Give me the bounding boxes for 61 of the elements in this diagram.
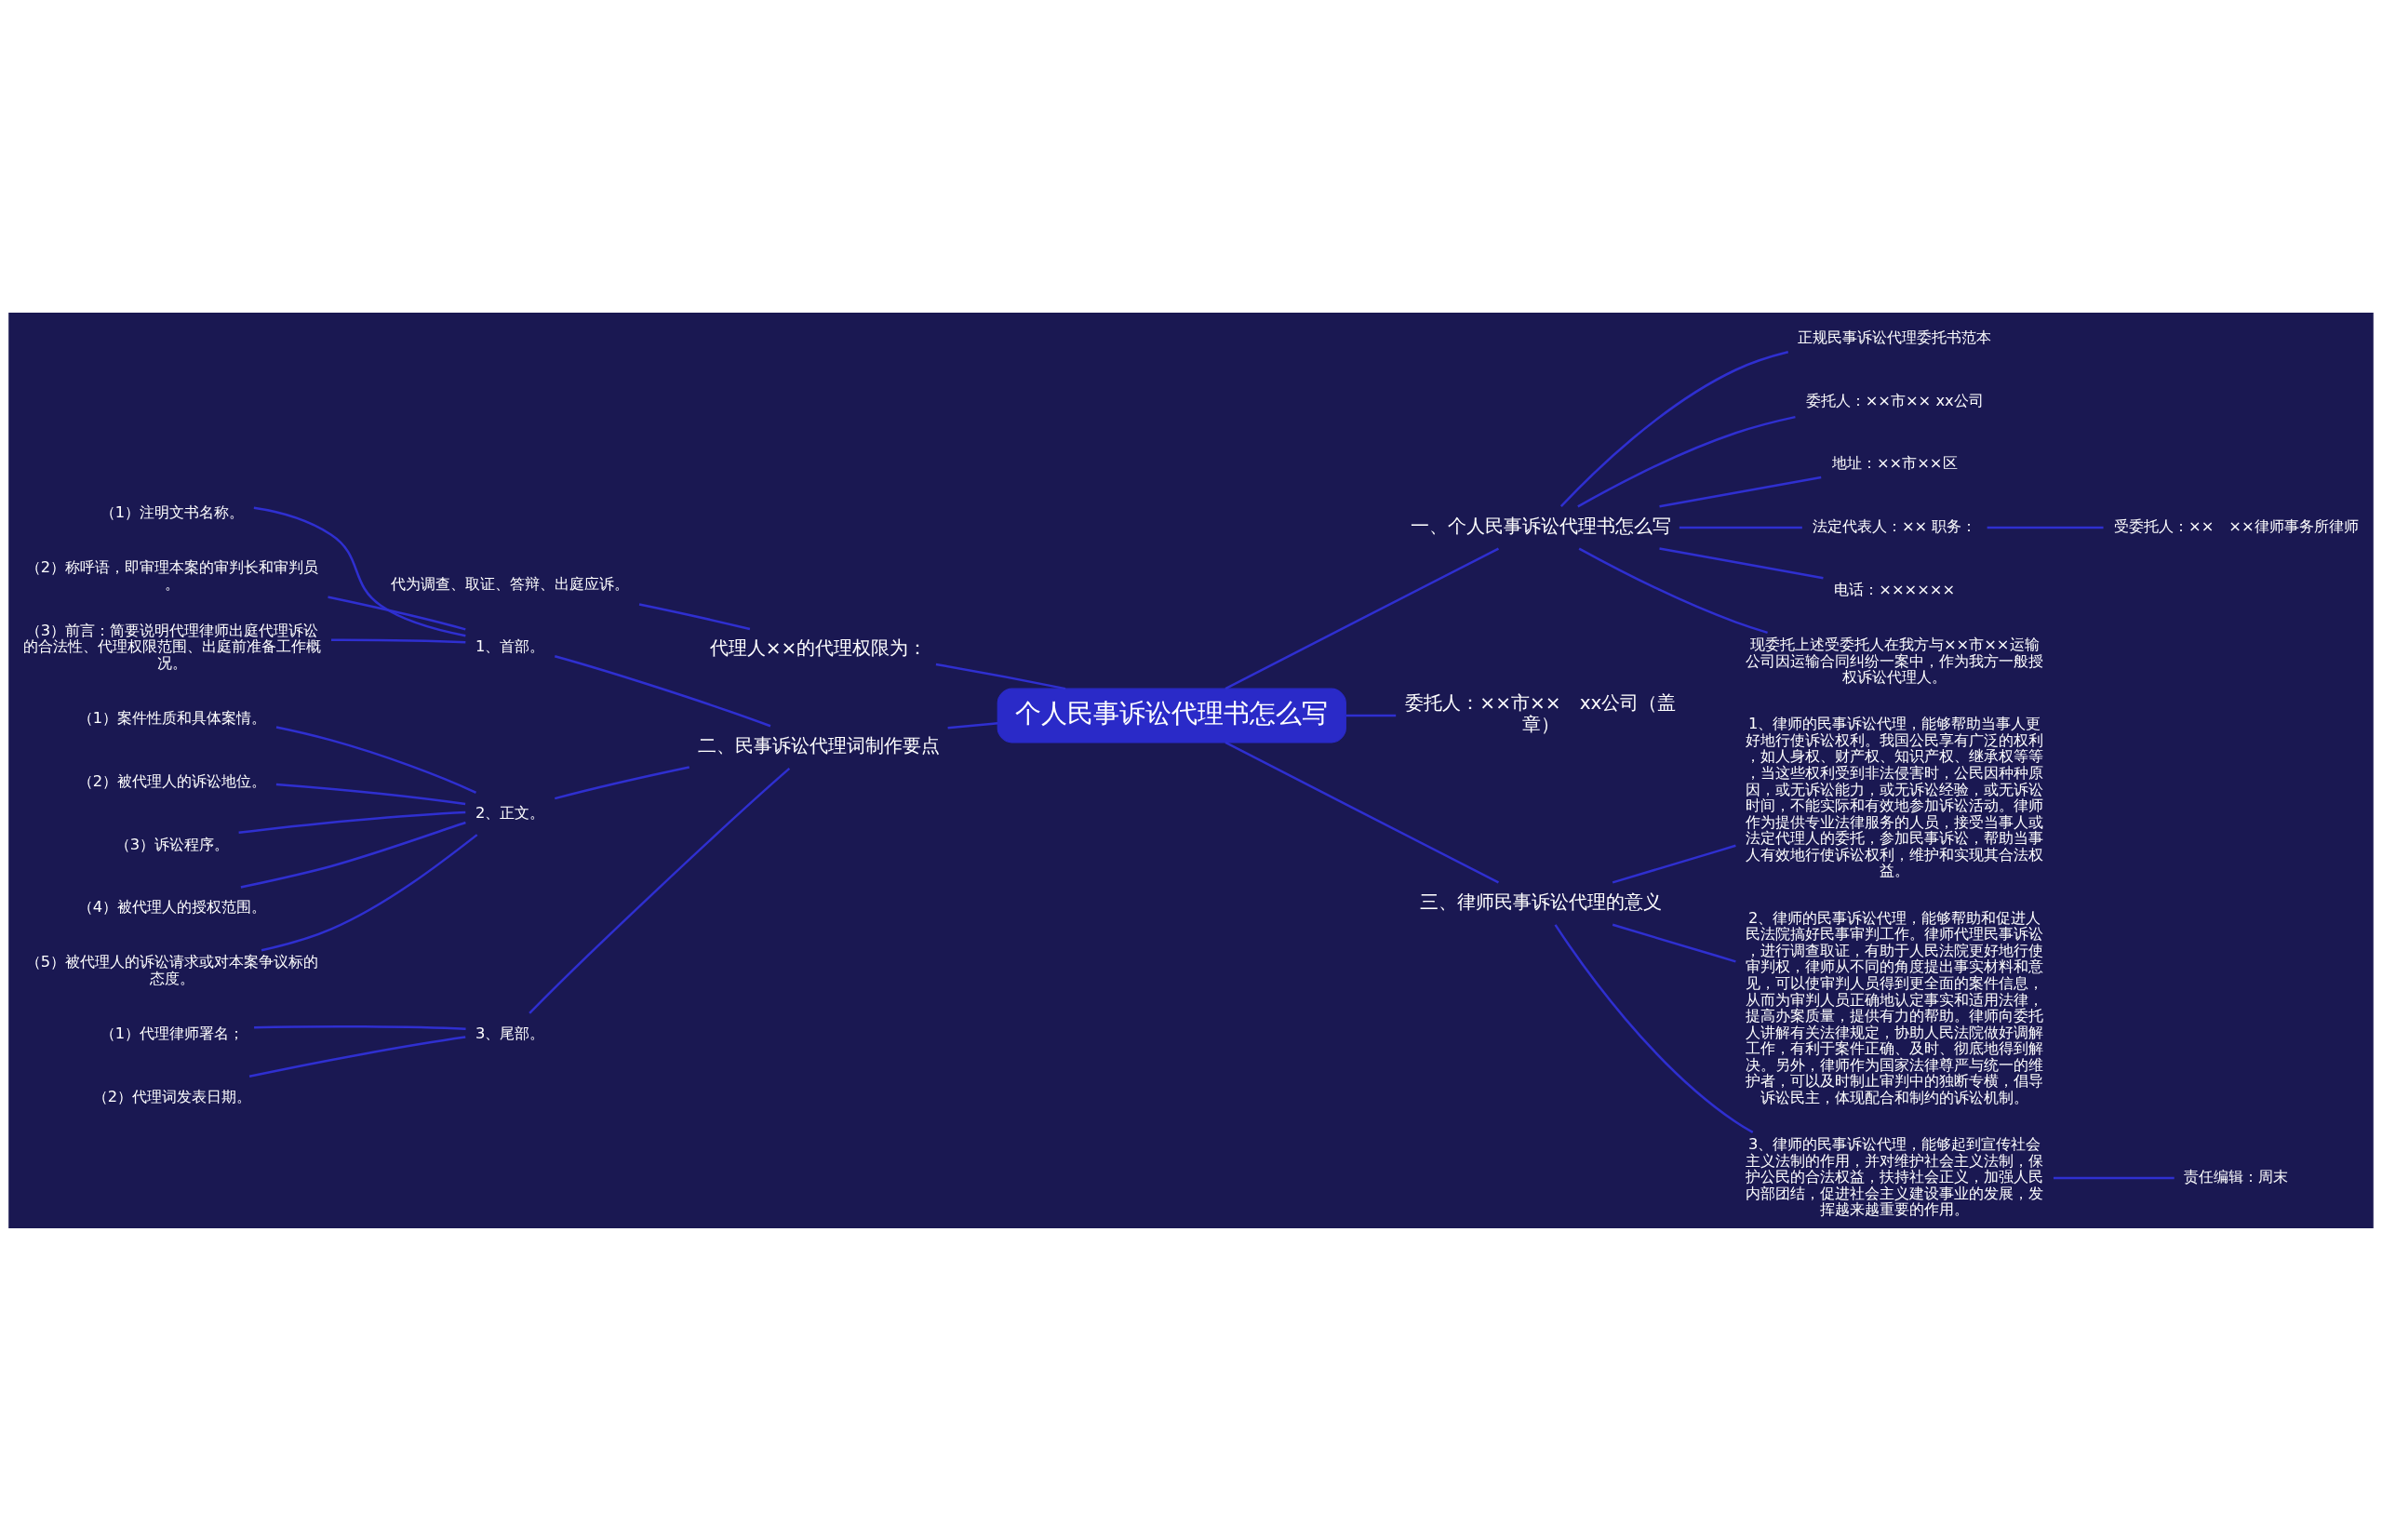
connector xyxy=(554,765,690,799)
node-text: 1、首部。 xyxy=(475,636,545,655)
node-text: （1）注明文书名称。 xyxy=(100,502,245,521)
node-text: 3、尾部。 xyxy=(475,1024,545,1042)
connector xyxy=(1612,844,1736,884)
connector xyxy=(331,638,466,644)
connector xyxy=(947,721,998,730)
node-text: 代为调查、取证、答辩、出庭应诉。 xyxy=(391,574,630,593)
node-text: 现委托上述受委托人在我方与××市××运输公司因运输合同纠纷一案中，作为我方一般授权诉讼代理人。 xyxy=(1746,635,2044,686)
node-text: 正规民事诉讼代理委托书范本 xyxy=(1798,328,1992,346)
node-text: 1、律师的民事诉讼代理，能够帮助当事人更好地行使诉讼权利。我国公民享有广泛的权利，如人身权、财产权、知识产权、继承权等等，当这些权利受到非法侵害时，公民因种种原因，或无诉讼能力，或无诉讼经验，或无诉讼时间，不能实际和有效地参加诉讼活动。律师作为提供专业法律服务的人员，接受当事人或法定代理人的委托，参加民事诉讼，帮助当事人有效地行使诉讼权利，维护和实现其合法权益。 xyxy=(1746,714,2044,879)
node-text: 2、正文。 xyxy=(475,803,545,822)
node-text: 电话：×××××× xyxy=(1834,580,1956,598)
node-text: 3、律师的民事诉讼代理，能够起到宣传社会主义法制的作用，并对维护社会主义法制，保护公民的合法权益，扶持社会正义，加强人民内部团结，促进社会主义建设事业的发展，发挥越来越重要的作用。 xyxy=(1746,1134,2044,1218)
node-text: 受委托人：×× ××律师事务所律师 xyxy=(2114,516,2359,535)
connector xyxy=(1612,923,1736,963)
node-text: 地址：××市××区 xyxy=(1831,453,1958,472)
node-text: 2、律师的民事诉讼代理，能够帮助和促进人民法院搞好民事审判工作。律师代理民事诉讼，进行调查取证，有助于人民法院更好地行使审判权，律师从不同的角度提出事实材料和意见，可以使审判人员得到更全面的案件信息，从而为审判人员正确地认定事实和适用法律，提高办案质量，提供有力的帮助。律师向委托人讲解有关法律规定，协助人民法院做好调解工作，有利于案件正确、及时、彻底地得到解决。另外，律师作为国家法律尊严与统一的维护者，可以及时制止审判中的独断专横，倡导诉讼民主，体现配合和制约的诉讼机制。 xyxy=(1746,908,2044,1106)
connector xyxy=(935,663,1066,690)
node-text: （2）称呼语，即审理本案的审判长和审判员。 xyxy=(25,557,319,593)
connector xyxy=(1578,546,1768,634)
node-text: （4）被代理人的授权范围。 xyxy=(77,897,267,916)
connector xyxy=(275,725,477,794)
connector xyxy=(240,821,466,889)
connector xyxy=(275,783,466,805)
node-text: （1）案件性质和具体案情。 xyxy=(77,708,267,727)
connector xyxy=(554,654,771,727)
node-text: （3）诉讼程序。 xyxy=(114,835,230,853)
connector xyxy=(248,1035,466,1078)
node-text: （2）代理词发表日期。 xyxy=(92,1087,252,1105)
node-text: 二、民事诉讼代理词制作要点 xyxy=(697,733,940,757)
node-text: 一、个人民事诉讼代理书怎么写 xyxy=(1410,514,1671,537)
node-text: （3）前言：简要说明代理律师出庭代理诉讼的合法性、代理权限范围、出庭前准备工作概况。 xyxy=(22,621,321,672)
connector xyxy=(254,1024,466,1030)
connector xyxy=(1679,526,1802,529)
node-text: （2）被代理人的诉讼地位。 xyxy=(77,771,267,790)
connector xyxy=(1659,475,1822,507)
connector xyxy=(1224,741,1500,884)
connector xyxy=(253,506,466,636)
connector xyxy=(1554,923,1754,1133)
connector xyxy=(1659,546,1824,579)
connector xyxy=(1987,526,2104,529)
connector xyxy=(328,595,466,631)
node-text: 责任编辑：周末 xyxy=(2184,1167,2289,1185)
connector xyxy=(529,767,791,1014)
connector xyxy=(238,810,466,834)
connector xyxy=(1224,546,1500,690)
node-text: （1）代理律师署名； xyxy=(100,1024,245,1042)
node-text: 法定代表人：×× 职务： xyxy=(1812,516,1977,535)
connector xyxy=(2053,1176,2175,1179)
connector xyxy=(638,602,751,630)
node-box: 个人民事诉讼代理书怎么写 xyxy=(997,688,1346,743)
node-text: 代理人××的代理权限为： xyxy=(709,636,928,659)
node-text: 委托人：××市×× xx公司（盖章） xyxy=(1405,690,1677,735)
connector xyxy=(1577,415,1796,507)
connector xyxy=(261,833,478,951)
connector xyxy=(1559,350,1789,507)
node-text: （5）被代理人的诉讼请求或对本案争议标的态度。 xyxy=(25,952,319,987)
node-text: 三、律师民事诉讼代理的意义 xyxy=(1419,890,1662,913)
connector xyxy=(1345,714,1397,716)
node-text: 委托人：××市×× xx公司 xyxy=(1805,391,1984,409)
